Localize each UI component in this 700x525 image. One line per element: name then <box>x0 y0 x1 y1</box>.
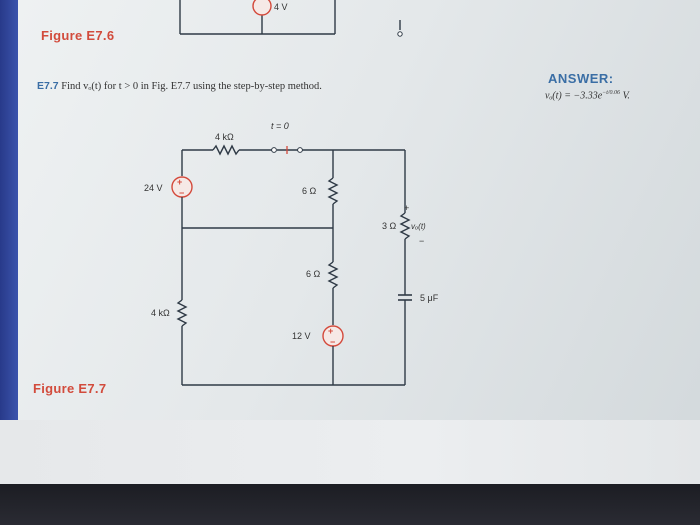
label-vo-plus: + <box>404 203 409 213</box>
resistor-4k-top <box>212 144 240 156</box>
source-minus: − <box>330 337 335 347</box>
book-edge <box>0 0 20 420</box>
resistor-6-upper <box>327 177 339 205</box>
label-source-24v: 24 V <box>144 183 163 193</box>
answer-lhs: vₒ(t) = −3.33e <box>545 90 603 102</box>
screen-bezel <box>0 484 700 525</box>
figure-e7-6-label: Figure E7.6 <box>41 28 115 43</box>
answer-title: ANSWER: <box>548 71 614 86</box>
source-plus: + <box>177 177 182 187</box>
answer-exponent: −t/0.06 <box>602 90 621 96</box>
label-switch-time: t = 0 <box>271 121 289 131</box>
label-resistor-6-upper: 6 Ω <box>302 186 317 196</box>
page-bottom-strip <box>0 420 700 484</box>
label-vo-minus: − <box>419 236 424 246</box>
problem-text: Find vₒ(t) for t > 0 in Fig. E7.7 using … <box>61 81 322 92</box>
figure-e7-7-label: Figure E7.7 <box>33 381 107 396</box>
answer-expression: vₒ(t) = −3.33e−t/0.06 V. <box>545 90 630 101</box>
label-source-12v: 12 V <box>292 331 311 341</box>
resistor-4k-left <box>176 299 188 327</box>
problem-statement: E7.7 Find vₒ(t) for t > 0 in Fig. E7.7 u… <box>37 80 322 92</box>
source-plus: + <box>328 326 333 336</box>
answer-unit: V. <box>622 90 630 102</box>
figure-e7-6-circuit: 4 V <box>179 0 403 37</box>
terminal-node <box>397 31 403 37</box>
source-minus: − <box>179 188 184 198</box>
resistor-6-lower <box>327 261 339 289</box>
label-resistor-6-lower: 6 Ω <box>306 269 321 279</box>
problem-number: E7.7 <box>37 80 59 92</box>
textbook-page <box>18 0 700 470</box>
resistor-3 <box>399 212 411 240</box>
source-label-4v: 4 V <box>274 2 288 12</box>
label-vo: vₒ(t) <box>411 222 426 231</box>
label-resistor-4k-left: 4 kΩ <box>151 308 170 318</box>
label-resistor-3: 3 Ω <box>382 221 397 231</box>
switch-contact <box>271 147 277 153</box>
switch-contact <box>297 147 303 153</box>
voltage-source-4v <box>252 0 272 16</box>
label-resistor-4k-top: 4 kΩ <box>215 132 234 142</box>
label-capacitor: 5 μF <box>420 293 439 303</box>
figure-e7-7-circuit: + − + − 4 kΩ t = 0 24 V 6 Ω + 3 Ω vₒ(t) <box>144 121 439 386</box>
